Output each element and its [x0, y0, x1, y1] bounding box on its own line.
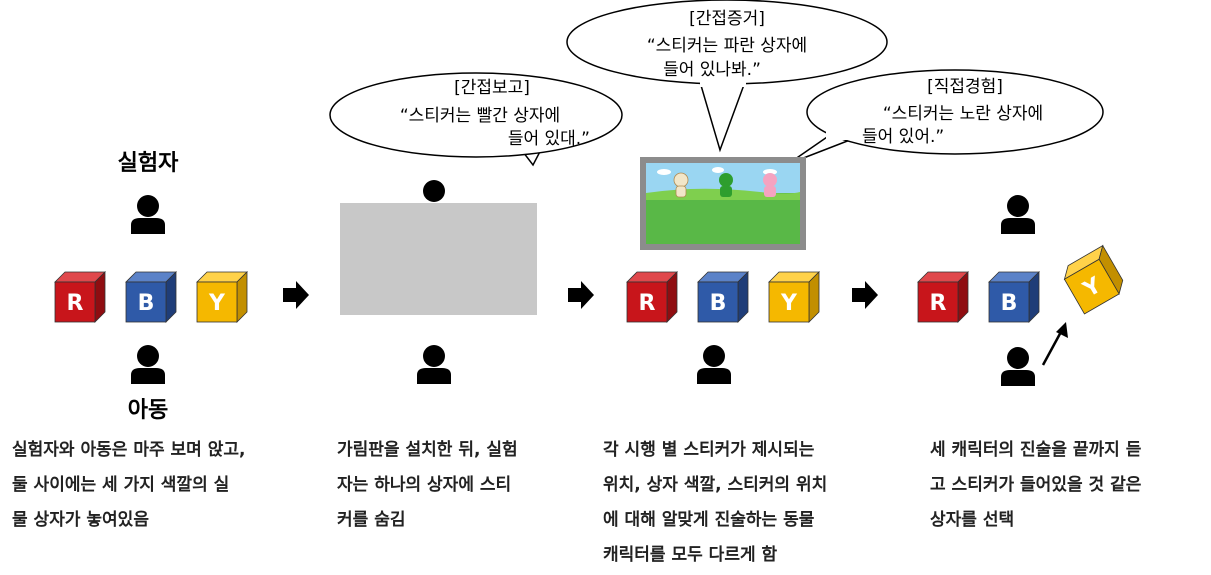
box-r: R — [917, 271, 969, 323]
speech-bubble-indirect-report: [간접보고] “스티커는 빨간 상자에 들어 있대.” — [329, 72, 623, 167]
box-letter: B — [710, 291, 727, 316]
caption-line: 커를 숨김 — [337, 510, 406, 530]
experimenter-label: 실험자 — [118, 150, 179, 176]
caption-line: 가림판을 설치한 뒤, 실험 — [337, 440, 518, 460]
speech-bubble-indirect-evidence: [간접증거] “스티커는 파란 상자에 들어 있나봐.” — [566, 0, 888, 153]
box-letter: R — [639, 291, 656, 316]
experimenter-icon — [131, 195, 165, 234]
child-icon — [417, 345, 451, 384]
box-b: B — [697, 271, 749, 323]
box-b: B — [125, 271, 177, 323]
caption-line: 에 대해 알맞게 진술하는 동물 — [603, 510, 815, 530]
caption-line: 실험자와 아동은 마주 보며 앉고, — [12, 440, 246, 460]
box-y: Y — [768, 271, 820, 323]
bubble-indirect-evidence-title: [간접증거] — [689, 9, 765, 29]
child-icon — [697, 345, 731, 384]
box-r: R — [626, 271, 678, 323]
caption-stage-1: 실험자와 아동은 마주 보며 앉고, 둘 사이에는 세 가지 색깔의 실 물 상… — [12, 433, 245, 538]
box-b: B — [988, 271, 1040, 323]
child-label: 아동 — [128, 398, 168, 423]
monitor-with-animal-characters — [640, 157, 806, 250]
selected-yellow-box: Y — [1063, 244, 1124, 315]
caption-stage-3: 각 시행 별 스티커가 제시되는 위치, 상자 색깔, 스티커의 위치 에 대해… — [603, 433, 827, 573]
caption-line: 상자를 선택 — [930, 510, 1015, 530]
caption-stage-2: 가림판을 설치한 뒤, 실험 자는 하나의 상자에 스티 커를 숨김 — [337, 433, 518, 538]
caption-line: 각 시행 별 스티커가 제시되는 — [603, 440, 815, 460]
occluder-screen — [340, 203, 537, 315]
box-letter: B — [138, 291, 155, 316]
experimenter-icon — [1001, 195, 1035, 234]
child-icon — [131, 345, 165, 384]
bubble-indirect-report-title: [간접보고] — [454, 78, 530, 98]
box-letter: Y — [208, 291, 226, 316]
box-r: R — [54, 271, 106, 323]
box-y: Y — [1063, 244, 1124, 315]
box-letter: B — [1001, 291, 1018, 316]
bubble-direct-experience-line2: 들어 있어.” — [862, 127, 944, 147]
caption-line: 둘 사이에는 세 가지 색깔의 실 — [12, 475, 230, 495]
caption-line: 캐릭터를 모두 다르게 함 — [603, 545, 778, 565]
caption-line: 세 캐릭터의 진술을 끝까지 듣 — [930, 440, 1142, 460]
bubble-indirect-report-line2: 들어 있대.” — [508, 129, 590, 149]
caption-stage-4: 세 캐릭터의 진술을 끝까지 듣 고 스티커가 들어있을 것 같은 상자를 선택 — [930, 433, 1141, 538]
bubble-indirect-evidence-line2: 들어 있나봐.” — [663, 60, 761, 80]
box-letter: R — [930, 291, 947, 316]
speech-bubble-direct-experience: [직접경험] “스티커는 노란 상자에 들어 있어.” — [787, 69, 1104, 165]
pointing-arrow-icon — [1041, 322, 1068, 366]
child-icon — [1001, 347, 1035, 386]
caption-line: 고 스티커가 들어있을 것 같은 — [930, 475, 1142, 495]
caption-line: 물 상자가 놓여있음 — [12, 510, 149, 530]
caption-line: 위치, 상자 색깔, 스티커의 위치 — [603, 475, 828, 495]
bubble-indirect-evidence-line1: “스티커는 파란 상자에 — [647, 36, 807, 56]
box-letter: Y — [780, 291, 798, 316]
arrow-right-icon — [283, 281, 309, 309]
bubble-indirect-report-line1: “스티커는 빨간 상자에 — [400, 106, 560, 126]
caption-line: 자는 하나의 상자에 스티 — [337, 475, 512, 495]
box-letter: R — [67, 291, 84, 316]
arrow-right-icon — [852, 281, 878, 309]
arrow-right-icon — [568, 281, 594, 309]
bubble-direct-experience-title: [직접경험] — [927, 77, 1003, 97]
box-y: Y — [196, 271, 248, 323]
bubble-direct-experience-line1: “스티커는 노란 상자에 — [883, 104, 1043, 124]
